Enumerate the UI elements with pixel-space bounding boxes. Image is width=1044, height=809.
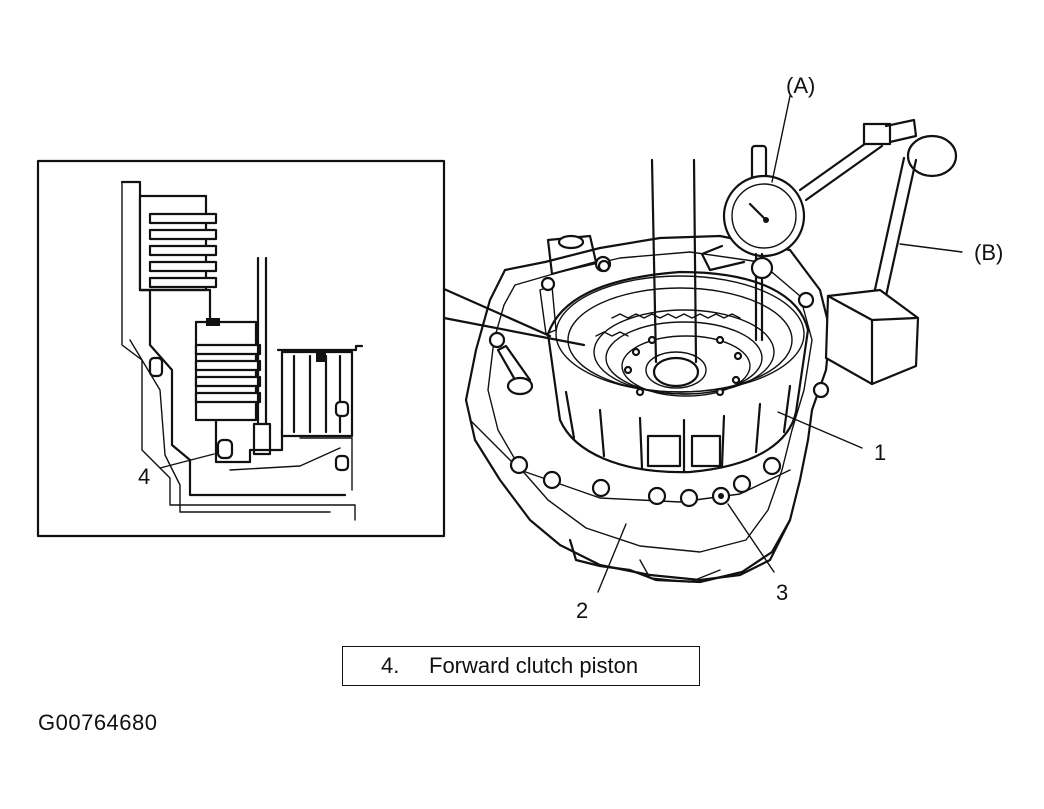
zoom-line-lower <box>442 316 586 347</box>
leader-tool-b <box>899 243 963 253</box>
inset-gauge-tip <box>252 422 272 456</box>
stand-arm-upper <box>798 134 878 192</box>
case-lower-body <box>568 518 792 584</box>
caption-number: 4. <box>381 653 400 678</box>
callout-tool-a: (A) <box>786 73 815 98</box>
stand-post-left <box>868 156 906 314</box>
zoom-line-upper <box>442 287 552 338</box>
upper-clutch-plates <box>148 212 218 289</box>
inset-lower-seal <box>334 454 350 472</box>
inset-drum-body <box>280 350 354 438</box>
stand-knob <box>906 134 958 178</box>
case-top-boss-bore <box>557 234 585 250</box>
clutch-plate-teeth <box>611 313 741 319</box>
figure-id: G00764680 <box>38 710 158 735</box>
case-left-lug <box>539 285 557 335</box>
callout-tool-b: (B) <box>974 240 1003 265</box>
dial-gauge-clamp <box>750 256 774 280</box>
shaft-collar <box>645 351 707 389</box>
inset-drum-lower <box>299 437 353 491</box>
case-boss-bolt <box>597 259 611 273</box>
leader-part3 <box>727 503 775 573</box>
oil-passage-center <box>718 493 724 499</box>
inset-drum-top <box>276 344 364 352</box>
shaft-base <box>652 356 700 388</box>
clutch-hub-holes <box>623 335 743 397</box>
stand-post-right <box>880 158 918 316</box>
stand-arm-lower <box>804 144 884 202</box>
caption-text: Forward clutch piston <box>429 653 639 678</box>
upper-clutch-carrier <box>138 194 208 292</box>
inset-housing-inner <box>129 339 331 513</box>
dial-gauge-needle <box>748 202 768 222</box>
dial-gauge-face <box>731 183 797 249</box>
case-flange-inner <box>487 251 813 553</box>
caption-box: 4. Forward clutch piston <box>342 646 700 686</box>
transmission-case <box>464 234 832 584</box>
inset-frame <box>36 159 446 538</box>
dial-gauge-bezel <box>722 174 806 258</box>
shaft-right-edge <box>692 158 698 364</box>
drum-window <box>646 434 682 468</box>
inset-drum-seal <box>334 400 350 418</box>
case-flange-outer <box>464 234 832 582</box>
clutch-plate-teeth-left <box>595 331 629 337</box>
stand-knuckle <box>884 118 918 144</box>
clutch-hub <box>621 335 751 397</box>
dial-gauge-back-lug <box>700 244 746 272</box>
lower-clutch-snapring <box>206 318 220 326</box>
inset-detail: 4 <box>36 159 446 538</box>
dial-gauge-pivot <box>763 217 769 223</box>
magnetic-stand <box>798 118 958 386</box>
leader-part4 <box>159 453 215 469</box>
callout-part2: 2 <box>576 598 588 623</box>
clutch-plate-mid <box>605 321 763 395</box>
piston-chamber-line <box>229 447 341 471</box>
dial-gauge-top-stem <box>750 144 768 182</box>
clutch-drum-splines <box>564 384 792 474</box>
leader-part2 <box>597 523 627 593</box>
callout-part4: 4 <box>138 464 150 489</box>
stand-clamp <box>862 122 892 146</box>
shaft-left-edge <box>650 158 658 364</box>
inset-housing-outline <box>121 181 356 521</box>
case-left-pipe-end <box>506 376 534 396</box>
forward-clutch-piston-seal <box>216 438 234 460</box>
clutch-drum <box>546 270 810 474</box>
input-shaft <box>645 158 707 389</box>
lower-clutch-plates <box>194 343 262 404</box>
leader-tool-a <box>771 95 791 183</box>
case-left-lug-bolt <box>540 276 556 292</box>
inset-drum-ribs <box>292 354 342 434</box>
inset-drum-notch <box>316 352 326 362</box>
callout-part3: 3 <box>776 580 788 605</box>
inset-housing-seal <box>148 356 164 378</box>
clutch-drum-outer <box>546 270 810 474</box>
dial-gauge <box>700 144 806 342</box>
clutch-drum-rim-inner <box>567 287 793 393</box>
callout-part1: 1 <box>874 440 886 465</box>
case-lower-boss <box>639 559 721 583</box>
leader-part1 <box>777 411 863 449</box>
